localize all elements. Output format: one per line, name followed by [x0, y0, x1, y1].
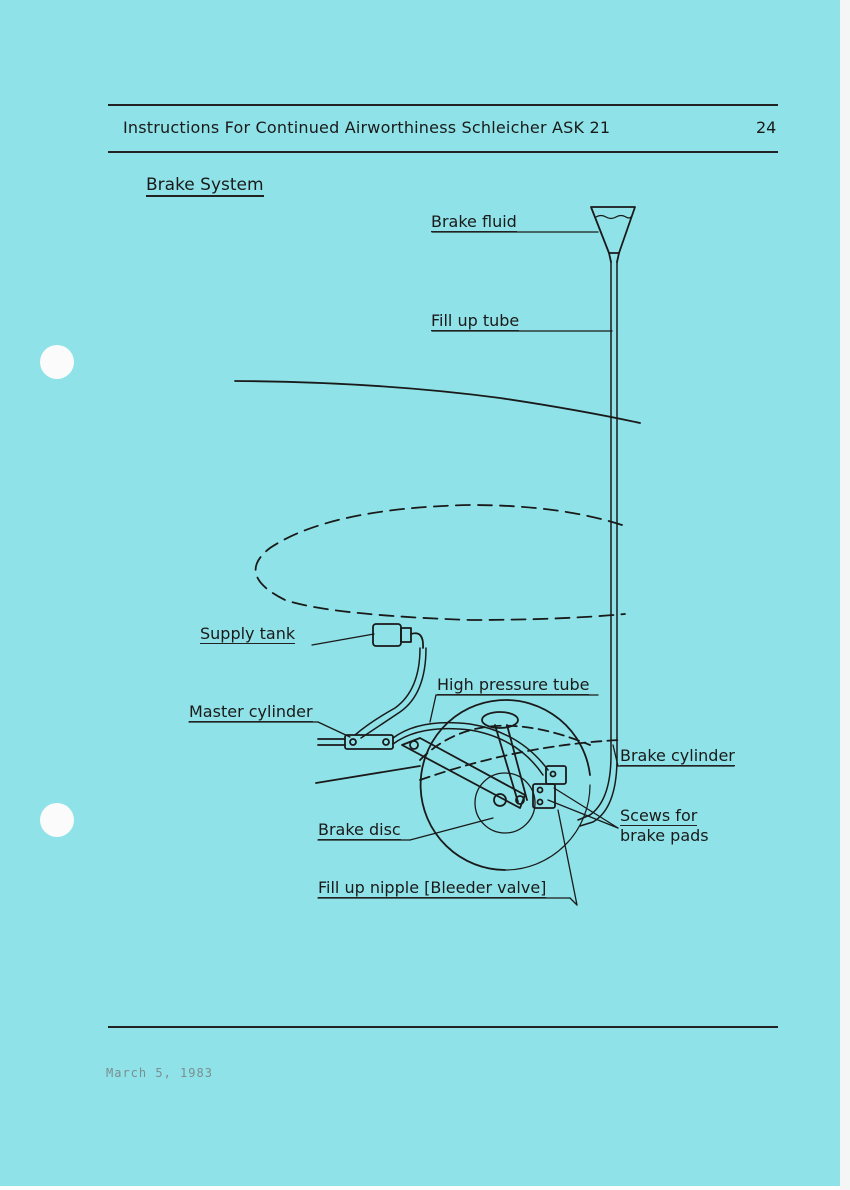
brake-cylinder [532, 765, 567, 809]
wheel-and-brake-disc [419, 699, 621, 871]
master-cylinder [317, 734, 394, 750]
landing-gear-linkage [315, 711, 528, 809]
label-supply-tank: Supply tank [200, 624, 296, 644]
section-title: Brake System [146, 175, 264, 197]
document-header-title: Instructions For Continued Airworthiness… [123, 118, 611, 137]
supply-tank [372, 623, 424, 649]
fuselage-outline [234, 380, 641, 424]
header-rule-top [108, 104, 778, 106]
page-number: 24 [756, 118, 777, 137]
supply-line [354, 647, 427, 739]
label-fill-up-nipple: Fill up nipple [Bleeder valve] [318, 878, 547, 898]
paper-edge [840, 0, 850, 1190]
label-high-pressure-tube: High pressure tube [437, 675, 590, 695]
label-brake-fluid: Brake fluid [431, 212, 517, 232]
label-brake-cylinder: Brake cylinder [620, 746, 735, 766]
label-fill-up-tube: Fill up tube [431, 311, 520, 331]
binder-hole-bottom [40, 803, 74, 837]
footer-date: March 5, 1983 [106, 1066, 213, 1080]
brake-system-diagram [188, 206, 735, 906]
brake-fluid-funnel [590, 206, 636, 263]
wing-root-dashed-outline [254, 504, 626, 621]
label-master-cylinder: Master cylinder [189, 702, 313, 722]
label-brake-disc: Brake disc [318, 820, 401, 840]
binder-hole-top [40, 345, 74, 379]
label-screws-for-brake-pads: Scews for brake pads [620, 806, 709, 845]
footer-rule [108, 1026, 778, 1028]
leader-lines [188, 231, 735, 906]
header-rule-bottom [108, 151, 778, 153]
